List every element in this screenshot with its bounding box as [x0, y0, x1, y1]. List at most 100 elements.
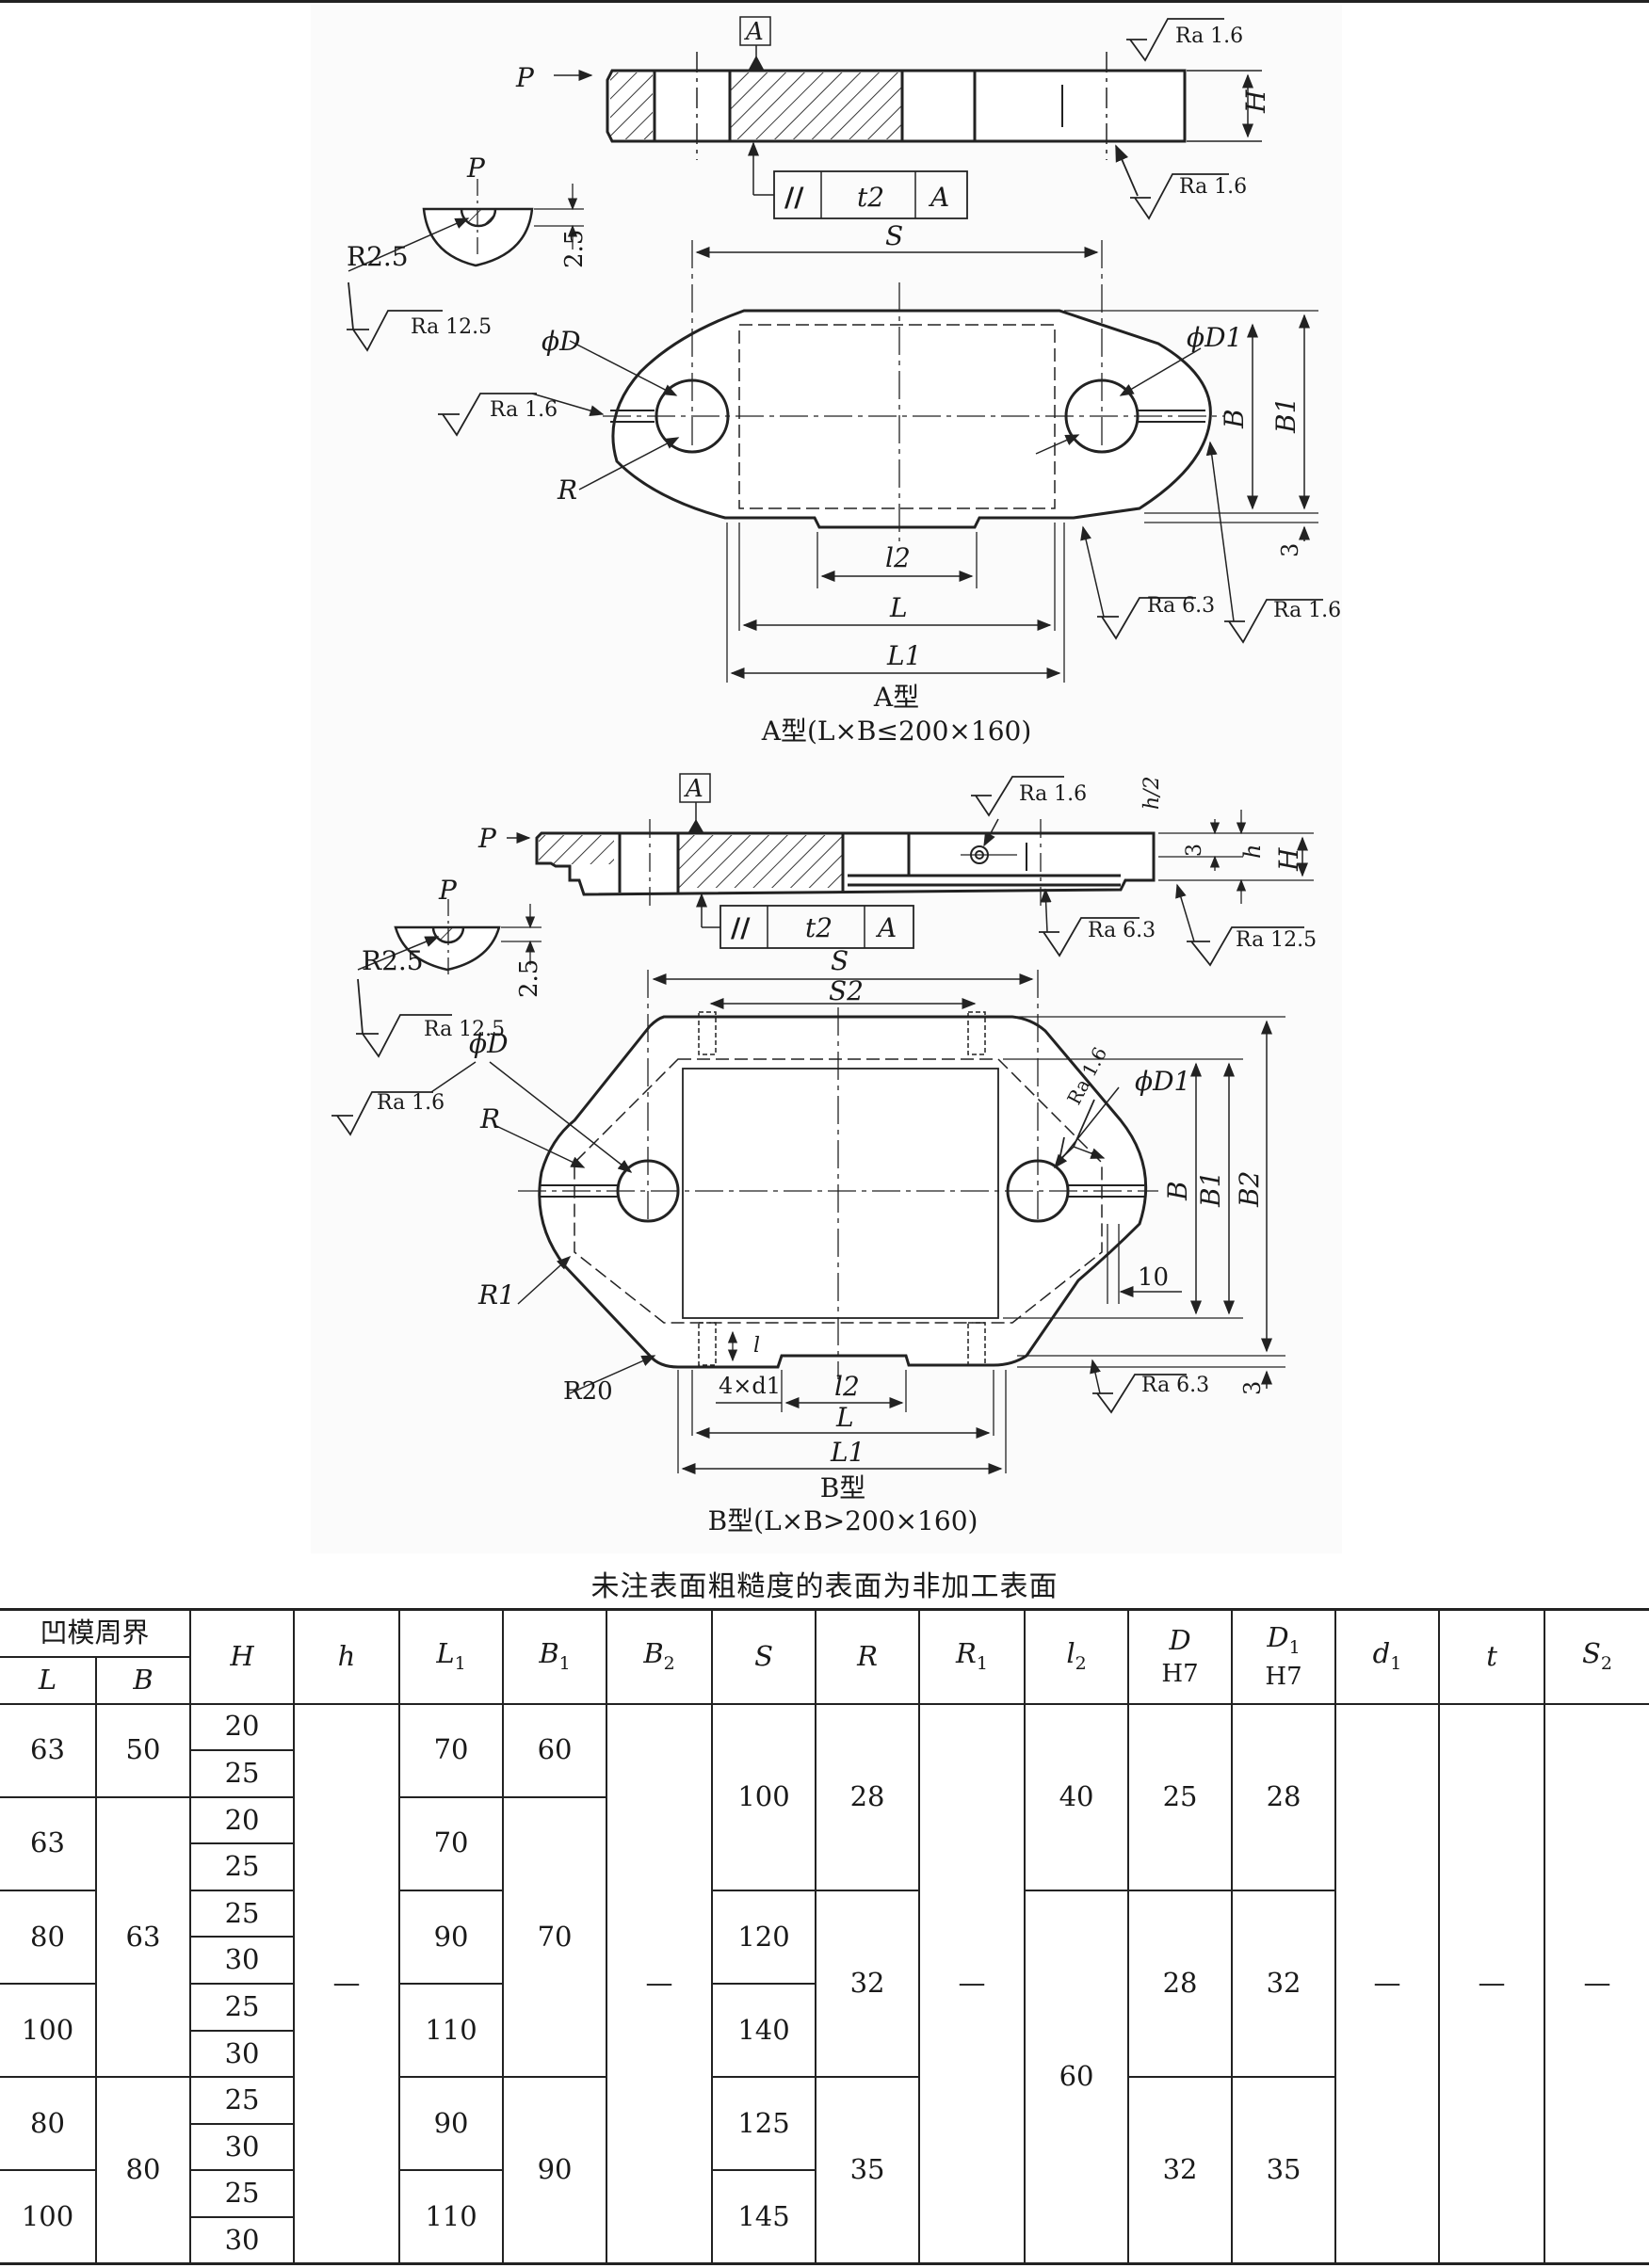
cell-D1: 35 — [1231, 2076, 1336, 2265]
type-b-slot-dim: l2 — [834, 1371, 860, 1402]
type-b-length1-dim: L1 — [830, 1437, 865, 1468]
cell-L: 100 — [0, 1983, 97, 2079]
engineering-drawing: P A H // t2 A Ra 1.6 Ra 1.6 P R2.5 — [331, 16, 1341, 1536]
cell-B: 63 — [94, 1795, 192, 2079]
type-b-roughness-2: Ra 6.3 — [1088, 919, 1156, 942]
header-die-perimeter: 凹模周界 — [0, 1608, 192, 1658]
type-b-corner-dim: R20 — [563, 1377, 613, 1406]
type-b-width2-dim: B2 — [1234, 1171, 1265, 1208]
header-l2: l2 — [1024, 1608, 1130, 1705]
cell-B1: 70 — [502, 1795, 607, 2079]
cell-L1: 70 — [398, 1702, 505, 1798]
cell-L: 63 — [0, 1795, 97, 1891]
cell-R: 32 — [815, 1889, 921, 2079]
type-a-roughness-5: Ra 6.3 — [1147, 594, 1215, 618]
table-row: 30 — [0, 2029, 1649, 2079]
type-b-hole1-dim: ϕD1 — [1135, 1066, 1190, 1097]
cell-H: 30 — [190, 2216, 295, 2265]
type-b-groove-depth: 2.5 — [515, 959, 543, 998]
cell-L: 80 — [0, 2076, 97, 2172]
cell-l2: 40 — [1024, 1702, 1130, 1891]
cell-L: 80 — [0, 1889, 97, 1986]
type-b-thread-depth-dim: l — [753, 1334, 760, 1358]
cell-B2: — — [606, 1702, 714, 2265]
type-a-hole-dim: ϕD — [542, 326, 581, 357]
type-b-width-dim: B — [1162, 1181, 1193, 1201]
cell-D1: 32 — [1231, 1889, 1336, 2079]
type-a-height-dim: H — [1240, 89, 1271, 114]
type-b-parallel-symbol: // — [731, 912, 751, 943]
cell-D: 25 — [1127, 1702, 1234, 1891]
cell-R: 35 — [815, 2076, 921, 2265]
type-b-tolerance-datum: A — [875, 912, 897, 943]
type-b-force-label: P — [477, 823, 497, 854]
cell-L1: 90 — [398, 2076, 505, 2172]
type-b-datum-label: A — [684, 775, 703, 803]
type-a-length-dim: L — [889, 592, 908, 623]
type-b-section-view — [507, 773, 1314, 967]
cell-H: 30 — [190, 2122, 295, 2172]
type-b-offset-dim: 3 — [1239, 1381, 1266, 1395]
header-L1: L1 — [398, 1608, 505, 1705]
type-b-ten-dim: 10 — [1138, 1263, 1169, 1292]
header-R1: R1 — [918, 1608, 1027, 1705]
table-row: 30 — [0, 2216, 1649, 2265]
type-b-roughness-5: Ra 1.6 — [377, 1091, 445, 1115]
type-b-condition: B型(L×B>200×160) — [708, 1505, 978, 1536]
type-b-half-h-dim: h/2 — [1140, 776, 1164, 810]
cell-S: 125 — [711, 2076, 817, 2172]
type-b-roughness-3: Ra 12.5 — [1236, 928, 1317, 952]
header-t: t — [1438, 1608, 1546, 1705]
header-B2: B2 — [606, 1608, 714, 1705]
cell-H: 25 — [190, 1749, 295, 1798]
cell-S: 100 — [711, 1702, 817, 1891]
table-row: 100 25 110 140 — [0, 1983, 1649, 2079]
type-a-force-label: P — [515, 62, 535, 93]
type-a-datum-label: A — [744, 18, 764, 46]
table-row: 63 50 20 — 70 60 — 100 28 — 40 25 28 — —… — [0, 1702, 1649, 2265]
type-b-width1-dim: B1 — [1195, 1171, 1226, 1208]
type-a-plan-view — [438, 240, 1323, 683]
cell-B: 50 — [94, 1702, 192, 1798]
header-B1: B1 — [502, 1608, 608, 1705]
cell-L1: 70 — [398, 1795, 505, 1891]
cell-B1: 90 — [502, 2076, 608, 2265]
type-a-hole1-dim: ϕD1 — [1187, 322, 1242, 353]
header-B: B — [94, 1655, 191, 1705]
table-row: 63 63 20 70 70 — [0, 1795, 1649, 2079]
type-b-groove-radius: R2.5 — [362, 945, 424, 976]
type-a-width1-dim: B1 — [1270, 397, 1301, 434]
cell-S: 120 — [711, 1889, 817, 1986]
type-b-roughness-4: Ra 12.5 — [424, 1018, 505, 1041]
type-b-spacing2-dim: S2 — [829, 975, 864, 1006]
cell-L: 63 — [0, 1702, 97, 1798]
cell-H: 25 — [189, 2169, 296, 2219]
table-row: 80 80 25 90 90 125 35 32 35 — [0, 2076, 1649, 2265]
cell-H: 25 — [189, 2076, 296, 2125]
type-a-offset-dim: 3 — [1277, 543, 1303, 557]
top-rule — [0, 0, 1649, 3]
table-subheader-row: L B — [0, 1655, 1649, 1705]
cell-D: 32 — [1127, 2076, 1234, 2265]
type-b-view-label: B型 — [820, 1472, 866, 1504]
type-b-spacing-dim: S — [831, 945, 849, 976]
cell-h: — — [293, 1702, 401, 2265]
type-a-roughness-2: Ra 1.6 — [1179, 175, 1247, 199]
header-h: h — [293, 1608, 401, 1705]
cell-L1: 90 — [398, 1889, 505, 1986]
note-caption: 未注表面粗糙度的表面为非加工表面 — [590, 1570, 1059, 1603]
table-row: 25 — [0, 1749, 1649, 1798]
type-a-groove-depth: 2.5 — [560, 230, 589, 268]
type-b-roughness-7: Ra 6.3 — [1141, 1374, 1209, 1397]
type-a-groove-radius: R2.5 — [347, 241, 409, 272]
type-b-step-dim: 3 — [1183, 844, 1206, 857]
type-a-tolerance-datum: A — [928, 182, 949, 213]
cell-H: 25 — [189, 1889, 296, 1938]
cell-H: 20 — [189, 1795, 296, 1845]
cell-R1: — — [918, 1702, 1027, 2265]
cell-S: 140 — [711, 1983, 816, 2079]
header-S2: S2 — [1544, 1608, 1649, 1705]
